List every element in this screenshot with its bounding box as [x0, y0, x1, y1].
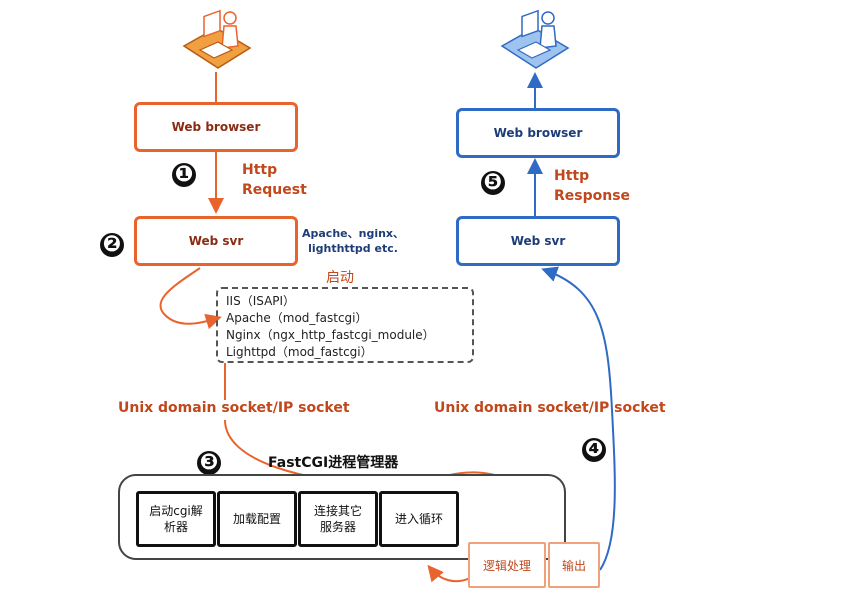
fastcgi-step-connect-servers: 连接其它 服务器: [298, 491, 378, 547]
step-1-badge: ❶: [172, 163, 196, 187]
start-label: 启动: [326, 270, 354, 286]
web-svr-request-label: Web svr: [188, 234, 244, 248]
fastcgi-step-load-config: 加载配置: [217, 491, 297, 547]
right-socket-label: Unix domain socket/IP socket: [434, 400, 666, 416]
logic-processing-box: 逻辑处理: [468, 542, 546, 588]
user-at-computer-icon-orange: [182, 9, 252, 69]
module-lighttpd: Lighttpd（mod_fastcgi）: [226, 345, 373, 359]
logic-return-arrow: [427, 564, 471, 583]
web-browser-response-box: Web browser: [456, 108, 620, 158]
fastcgi-step-enter-loop: 进入循环: [379, 491, 459, 547]
web-browser-request-label: Web browser: [171, 120, 261, 134]
web-svr-response-label: Web svr: [510, 234, 566, 248]
module-nginx: Nginx（ngx_http_fastcgi_module）: [226, 328, 435, 342]
server-examples-label: Apache、nginx、 lighthttpd etc.: [302, 227, 405, 255]
http-request-label: Http Request: [242, 162, 307, 198]
web-svr-response-box: Web svr: [456, 216, 620, 266]
left-socket-label: Unix domain socket/IP socket: [118, 400, 350, 416]
module-iis: IIS（ISAPI）: [226, 294, 296, 308]
user-at-computer-icon-blue: [500, 9, 570, 69]
web-svr-request-box: Web svr: [134, 216, 298, 266]
step-5-badge: ❺: [481, 171, 505, 195]
http-response-label: Http Response: [554, 168, 631, 204]
output-box: 输出: [548, 542, 600, 588]
fastcgi-step-start-parser: 启动cgi解 析器: [136, 491, 216, 547]
web-browser-request-box: Web browser: [134, 102, 298, 152]
web-server-modules-box: IIS（ISAPI） Apache（mod_fastcgi） Nginx（ngx…: [216, 287, 474, 363]
svr-to-modules-curve: [159, 267, 222, 330]
output-to-svr-curve: [541, 266, 616, 571]
fastcgi-manager-title: FastCGI进程管理器: [268, 455, 399, 471]
step-4-badge: ❹: [582, 438, 606, 462]
step-3-badge: ❸: [197, 451, 221, 475]
web-browser-response-label: Web browser: [493, 126, 583, 140]
module-apache: Apache（mod_fastcgi）: [226, 311, 368, 325]
step-2-badge: ❷: [100, 233, 124, 257]
